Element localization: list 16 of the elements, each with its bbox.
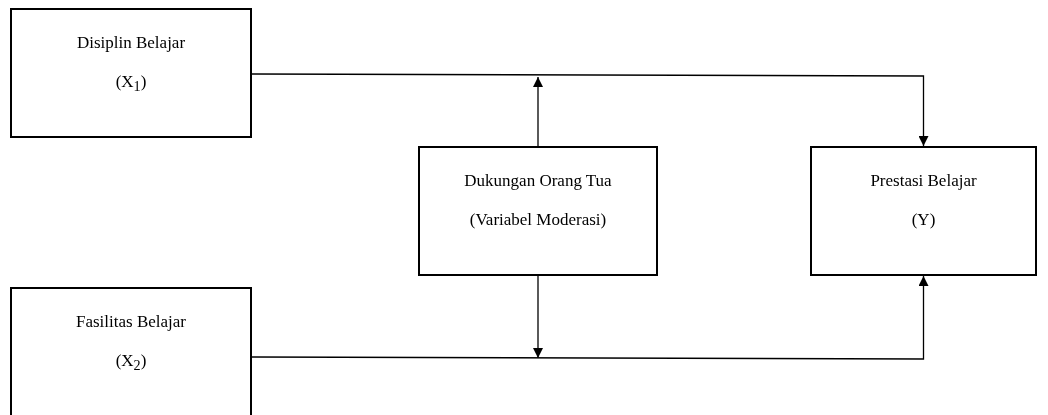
variable-symbol: (Variabel Moderasi): [469, 209, 607, 231]
variable-name: Fasilitas Belajar: [76, 311, 186, 333]
variable-box: [810, 146, 1037, 276]
variable-box: [10, 8, 252, 138]
arrow: [533, 76, 543, 147]
variable-symbol: (X$_{2}$): [115, 350, 147, 376]
variable-box: [418, 146, 658, 276]
variable-name: Prestasi Belajar: [870, 170, 977, 192]
variable-symbol: (Y): [911, 209, 936, 231]
arrow: [251, 73, 929, 147]
variable-box: [10, 287, 252, 415]
arrow: [251, 275, 929, 360]
variable-name: Disiplin Belajar: [76, 32, 186, 54]
variable-name: Dukungan Orang Tua: [464, 170, 612, 192]
arrow: [533, 275, 543, 359]
variable-symbol: (X$_{1}$): [115, 71, 147, 97]
